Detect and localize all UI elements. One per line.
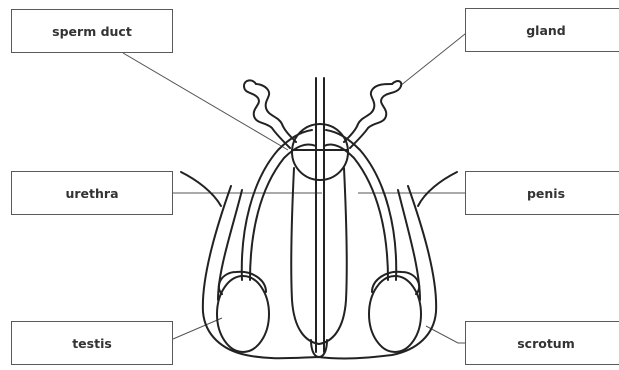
right-sperm-duct-inner	[324, 145, 388, 281]
left-sperm-duct-inner	[250, 145, 316, 281]
label-testis-text: testis	[72, 336, 112, 351]
leader-gland	[400, 30, 470, 86]
label-gland-text: gland	[526, 23, 566, 38]
leader-testis	[173, 318, 222, 339]
label-penis-text: penis	[527, 186, 565, 201]
right-seminal-gland-inner	[344, 84, 392, 142]
label-sperm-duct: sperm duct	[11, 9, 173, 53]
label-penis: penis	[465, 171, 619, 215]
right-testis	[369, 276, 421, 352]
left-sperm-duct	[242, 130, 312, 280]
leader-sperm-duct	[123, 53, 288, 150]
label-urethra: urethra	[11, 171, 173, 215]
label-scrotum-text: scrotum	[517, 336, 575, 351]
prostate	[292, 124, 348, 180]
label-scrotum: scrotum	[465, 321, 619, 365]
label-urethra-text: urethra	[65, 186, 118, 201]
label-sperm-duct-text: sperm duct	[52, 24, 132, 39]
label-gland: gland	[465, 8, 619, 52]
scrotum-inner-line-right	[398, 190, 420, 300]
left-testis	[217, 276, 269, 352]
right-seminal-gland	[350, 81, 401, 148]
right-sperm-duct	[326, 130, 396, 280]
body-outline-left	[181, 172, 221, 206]
body-outline-right	[418, 172, 457, 206]
label-testis: testis	[11, 321, 173, 365]
penis-outline	[291, 168, 347, 344]
